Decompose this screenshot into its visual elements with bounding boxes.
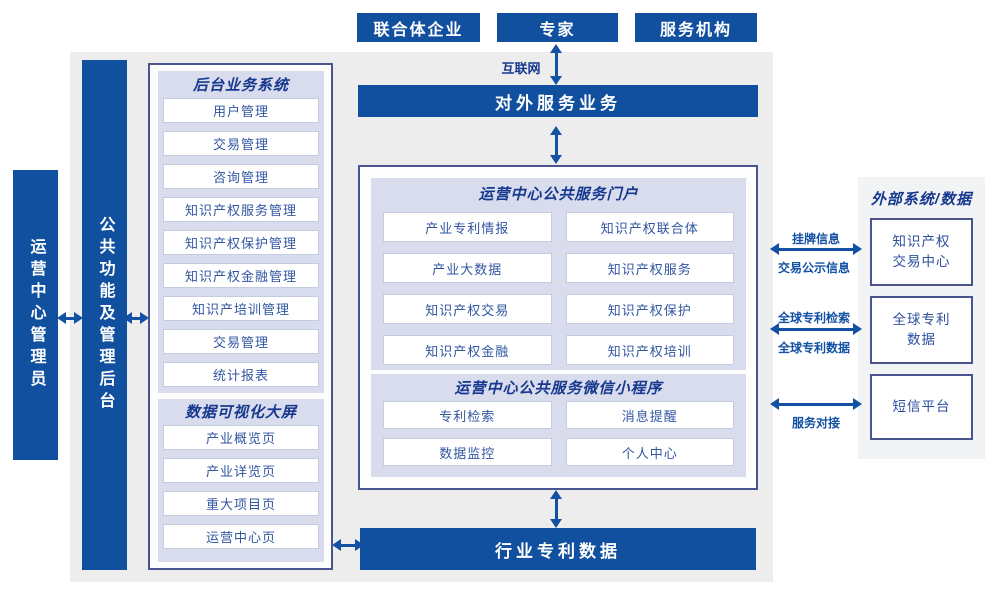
external-system-box-global-patent-data: 全球专利 数据 (870, 296, 973, 364)
portal-item: 知识产权服务 (565, 253, 734, 283)
back-office-item: 用户管理 (163, 98, 319, 123)
dashboard-item: 产业概览页 (163, 425, 319, 450)
miniprogram-section: 运营中心公共服务微信小程序 专利检索 消息提醒 数据监控 个人中心 (371, 374, 746, 477)
back-office-item: 知识产权金融管理 (163, 263, 319, 288)
portal-item: 知识产权金融 (383, 335, 552, 365)
portal-item: 知识产权联合体 (565, 212, 734, 242)
internet-connector-arrow (550, 44, 562, 85)
dashboard-item: 产业详览页 (163, 458, 319, 483)
external-system-line: 短信平台 (892, 398, 951, 414)
miniprogram-item: 消息提醒 (565, 401, 734, 429)
link-label-global-patent-data: 全球专利数据 (777, 341, 850, 355)
external-system-box-ip-trade-center: 知识产权 交易中心 (870, 218, 973, 286)
operator-to-backend-arrow (57, 312, 83, 324)
back-office-title: 后台业务系统 (192, 77, 289, 94)
dashboard-title: 数据可视化大屏 (184, 404, 297, 421)
dashboard-item: 重大项目页 (163, 491, 319, 516)
back-office-item: 咨询管理 (163, 164, 319, 189)
miniprogram-title: 运营中心公共服务微信小程序 (454, 380, 663, 397)
back-office-section: 后台业务系统 用户管理 交易管理 咨询管理 知识产权服务管理 知识产权保护管理 … (158, 71, 324, 393)
portal-section: 运营中心公共服务门户 产业专利情报 知识产权联合体 产业大数据 知识产权服务 知… (371, 178, 746, 370)
actor-consortium-enterprise: 联合体企业 (357, 13, 480, 42)
link-label-trade-publicity-info: 交易公示信息 (777, 261, 850, 275)
portal-item: 产业大数据 (383, 253, 552, 283)
portal-item: 知识产权交易 (383, 294, 552, 324)
back-office-item: 交易管理 (163, 329, 319, 354)
internet-label: 互联网 (501, 61, 541, 76)
service-to-portal-arrow (550, 126, 562, 164)
panel-to-industry-arrow (332, 539, 364, 551)
back-office-item: 知识产权服务管理 (163, 197, 319, 222)
service-connect-arrow (770, 398, 862, 410)
miniprogram-item: 数据监控 (383, 438, 552, 466)
global-patent-arrow (770, 323, 862, 335)
dashboard-section: 数据可视化大屏 产业概览页 产业详览页 重大项目页 运营中心页 (158, 399, 324, 562)
link-label-service-connect: 服务对接 (791, 416, 840, 430)
dashboard-item: 运营中心页 (163, 524, 319, 549)
external-system-box-sms-platform: 短信平台 (870, 374, 973, 440)
external-service-bar: 对外服务业务 (358, 85, 758, 117)
back-office-item: 统计报表 (163, 362, 319, 387)
backend-to-panel-arrow (123, 312, 149, 324)
portal-item: 产业专利情报 (383, 212, 552, 242)
actor-expert: 专家 (497, 13, 618, 42)
back-office-item: 知识产权保护管理 (163, 230, 319, 255)
link-label-global-patent-search: 全球专利检索 (777, 311, 850, 325)
link-label-listing-info: 挂牌信息 (791, 232, 840, 246)
external-system-line: 知识产权 (892, 233, 951, 249)
industry-patent-data-bar: 行业专利数据 (360, 528, 756, 570)
external-system-line: 全球专利 (892, 311, 951, 327)
actor-service-organization: 服务机构 (635, 13, 757, 42)
operator-rail: 运营中心管理员 (13, 170, 58, 460)
back-office-item: 交易管理 (163, 131, 319, 156)
miniprogram-item: 个人中心 (565, 438, 734, 466)
back-office-item: 知识产培训管理 (163, 296, 319, 321)
portal-to-industry-arrow (550, 490, 562, 528)
portal-title: 运营中心公共服务门户 (478, 186, 639, 203)
external-system-line: 交易中心 (892, 254, 951, 269)
external-systems-title: 外部系统/数据 (870, 191, 973, 208)
miniprogram-item: 专利检索 (383, 401, 552, 429)
listing-info-arrow (770, 243, 862, 255)
portal-item: 知识产权保护 (565, 294, 734, 324)
portal-item: 知识产权培训 (565, 335, 734, 365)
external-system-line: 数据 (907, 332, 936, 347)
backend-rail: 公共功能及管理后台 (82, 60, 127, 570)
